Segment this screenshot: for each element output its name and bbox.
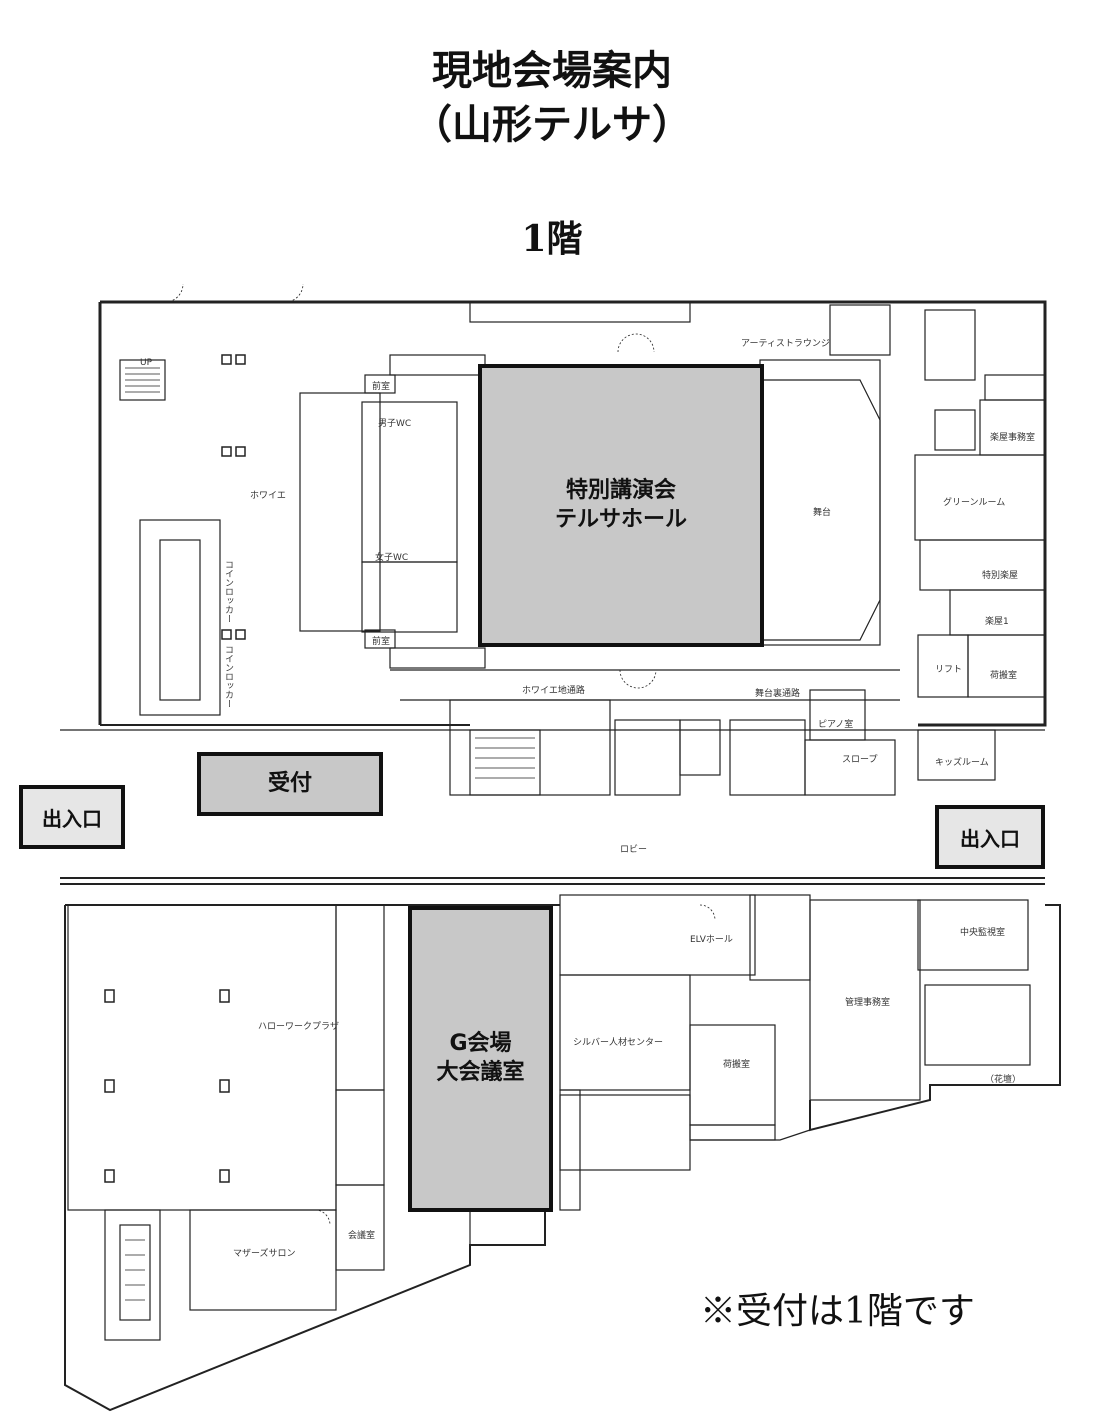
room-dressing-office: 楽屋事務室 <box>990 433 1036 443</box>
room-piano: ピアノ室 <box>818 720 854 730</box>
entrance-left-label: 出入口 <box>42 806 102 831</box>
room-coin-locker-1: コインロッカー <box>223 560 233 623</box>
room-mothers-salon: マザーズサロン <box>233 1249 296 1259</box>
room-womens-wc: 女子WC <box>375 553 409 563</box>
room-backstage-passage: 舞台裏通路 <box>755 689 801 699</box>
room-flower-bed: （花壇） <box>985 1075 1022 1085</box>
page-subtitle: （山形テルサ） <box>412 102 692 148</box>
room-foyer: ホワイエ <box>250 491 286 501</box>
room-silver-center: シルバー人材センター <box>573 1038 664 1048</box>
room-slope: スロープ <box>842 755 878 765</box>
room-kids: キッズルーム <box>935 758 989 768</box>
room-hello-work: ハローワークプラザ <box>258 1022 340 1032</box>
room-loading: 荷搬室 <box>990 671 1018 681</box>
room-dressing-1: 楽屋1 <box>985 617 1009 627</box>
room-coin-locker-2: コインロッカー <box>223 645 233 708</box>
entrance-right: 出入口 <box>935 805 1045 869</box>
room-front-2: 前室 <box>372 637 391 647</box>
room-special-dressing: 特別楽屋 <box>982 571 1019 581</box>
stairs-up-label: UP <box>140 358 153 368</box>
entrance-left: 出入口 <box>19 785 125 849</box>
room-lift: リフト <box>935 665 963 675</box>
room-front-1: 前室 <box>372 382 391 392</box>
reception-area: 受付 <box>197 752 383 816</box>
building-walls <box>60 283 1061 1412</box>
room-management-office: 管理事務室 <box>845 998 891 1008</box>
room-meeting: 会議室 <box>348 1231 376 1241</box>
g-venue-label-line2: 大会議室 <box>436 1060 525 1085</box>
g-venue-conference-room: G会場 大会議室 <box>408 906 553 1212</box>
page-title: 現地会場案内 <box>432 48 672 94</box>
room-central-monitoring: 中央監視室 <box>960 928 1006 938</box>
room-elv-hall: ELVホール <box>690 935 733 945</box>
hall-label-line2: テルサホール <box>554 506 687 532</box>
room-artist-lounge: アーティストラウンジ <box>741 339 830 349</box>
room-foyer-passage: ホワイエ地通路 <box>522 686 585 696</box>
room-lobby: ロビー <box>620 845 648 855</box>
floor-label: 1階 <box>521 218 583 260</box>
room-mens-wc: 男子WC <box>378 419 412 429</box>
room-stage: 舞台 <box>813 508 832 518</box>
entrance-right-label: 出入口 <box>960 826 1020 851</box>
special-lecture-hall: 特別講演会 テルサホール <box>478 364 764 647</box>
hall-label-line1: 特別講演会 <box>565 477 676 503</box>
reception-note: ※受付は1階です <box>700 1291 975 1332</box>
room-green-room: グリーンルーム <box>943 498 1006 508</box>
room-loading-2: 荷搬室 <box>723 1060 751 1070</box>
reception-label: 受付 <box>267 770 312 796</box>
g-venue-label-line1: G会場 <box>449 1031 512 1057</box>
